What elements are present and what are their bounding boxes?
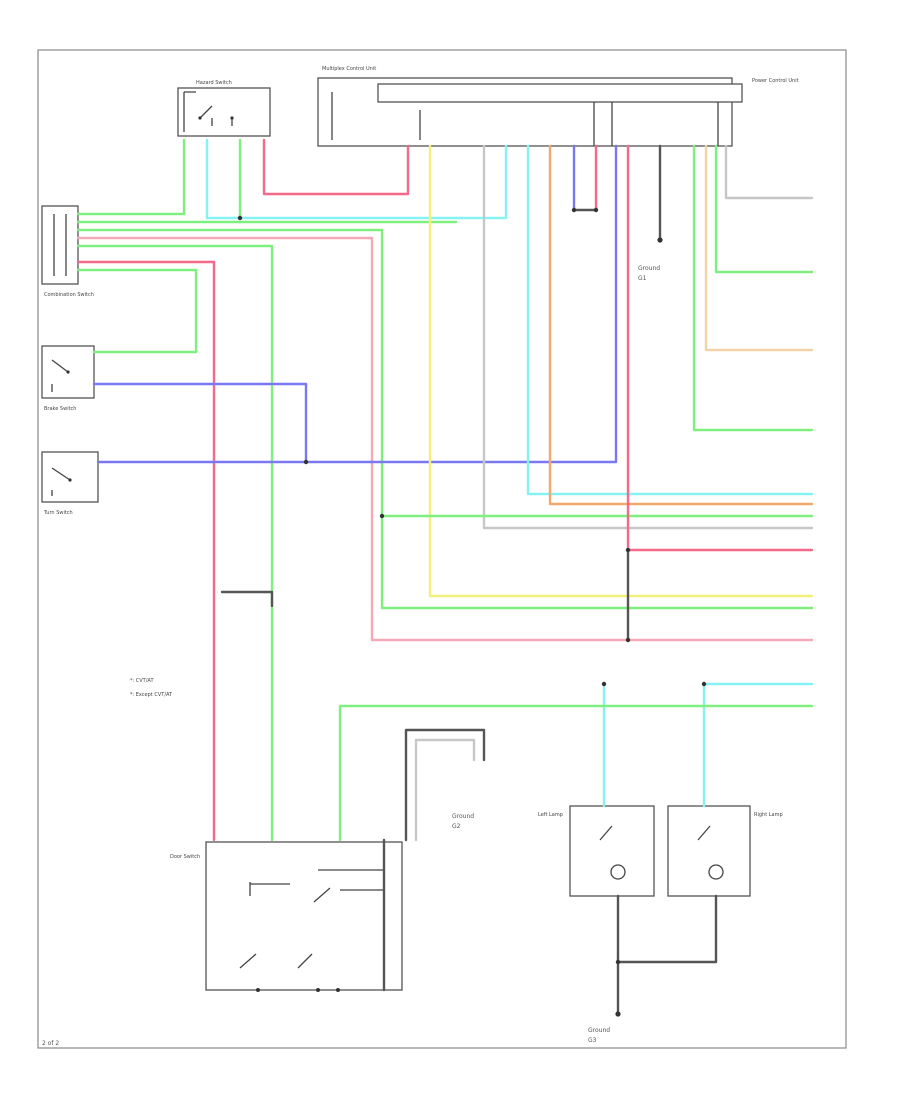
wire-green-706: [338, 704, 814, 842]
wire-yellow: [428, 144, 814, 598]
wire-blue-turn: [96, 144, 618, 464]
multiplex-control-unit: Multiplex Control Unit: [317, 66, 743, 147]
junction-dots: [237, 207, 707, 1017]
wire-gray: [482, 144, 814, 530]
combination-switch-label: Combination Switch: [44, 292, 94, 298]
power-control-unit: Power Control Unit: [752, 78, 799, 84]
wire-red-hazard: [262, 138, 410, 196]
ground-1-label: Ground: [638, 265, 660, 272]
ground-2-label: Ground: [452, 813, 474, 820]
wire-green-combo-4: [76, 244, 274, 842]
wire-green-combo-2: [76, 228, 814, 610]
ground-3-label: Ground: [588, 1027, 610, 1034]
wire-black-splice: [220, 590, 274, 608]
legend-item-1: *: CVT/AT: [130, 678, 154, 684]
page-footer: 2 of 2: [42, 1040, 59, 1047]
wire-orange: [548, 144, 814, 506]
wire-black-door-loop: [404, 728, 486, 842]
turn-switch: Turn Switch: [41, 451, 99, 516]
turn-switch-label: Turn Switch: [43, 510, 73, 516]
wire-tan-350: [704, 144, 814, 352]
wire-green-hazard: [76, 138, 186, 216]
door-switch-label: Door Switch: [170, 854, 200, 860]
legend-item-2: *: Except CVT/AT: [130, 692, 173, 698]
hazard-switch-label: Hazard Switch: [196, 80, 232, 86]
left-lamp-label: Left Lamp: [538, 812, 563, 818]
wire-green-430: [692, 144, 814, 432]
left-lamp: Left Lamp: [538, 805, 655, 897]
ground-ref-g2: G2: [452, 823, 461, 830]
multiplex-control-unit-label: Multiplex Control Unit: [322, 66, 376, 72]
wire-cyan-hazard: [205, 138, 508, 220]
ground-ref-g1: G1: [638, 275, 647, 282]
brake-switch-label: Brake Switch: [44, 406, 76, 412]
door-switch: Door Switch: [170, 841, 403, 992]
wire-cyan-right-lamp: [702, 682, 814, 808]
wire-red-550: [626, 144, 814, 552]
ground-ref-g3: G3: [588, 1037, 597, 1044]
wire-cyan-494: [526, 144, 814, 496]
right-lamp-label: Right Lamp: [754, 812, 783, 818]
wire-gray-200: [724, 144, 814, 200]
hazard-switch: Hazard Switch: [177, 80, 271, 137]
wire-gray-door-loop: [414, 738, 476, 842]
wire-red-combo-5: [76, 260, 216, 842]
wire-green-274: [714, 144, 814, 274]
wire-black-lamp-ground: [616, 894, 718, 964]
brake-switch: Brake Switch: [41, 345, 95, 412]
combination-switch: Combination Switch: [41, 205, 94, 298]
diagram-frame: [37, 49, 847, 1049]
wire-pink-combo-3: [76, 236, 814, 642]
right-lamp: Right Lamp: [667, 805, 783, 897]
wire-blue-brake: [92, 382, 308, 464]
power-control-unit-label: Power Control Unit: [752, 78, 799, 84]
wire-green-combo-6: [76, 268, 198, 354]
